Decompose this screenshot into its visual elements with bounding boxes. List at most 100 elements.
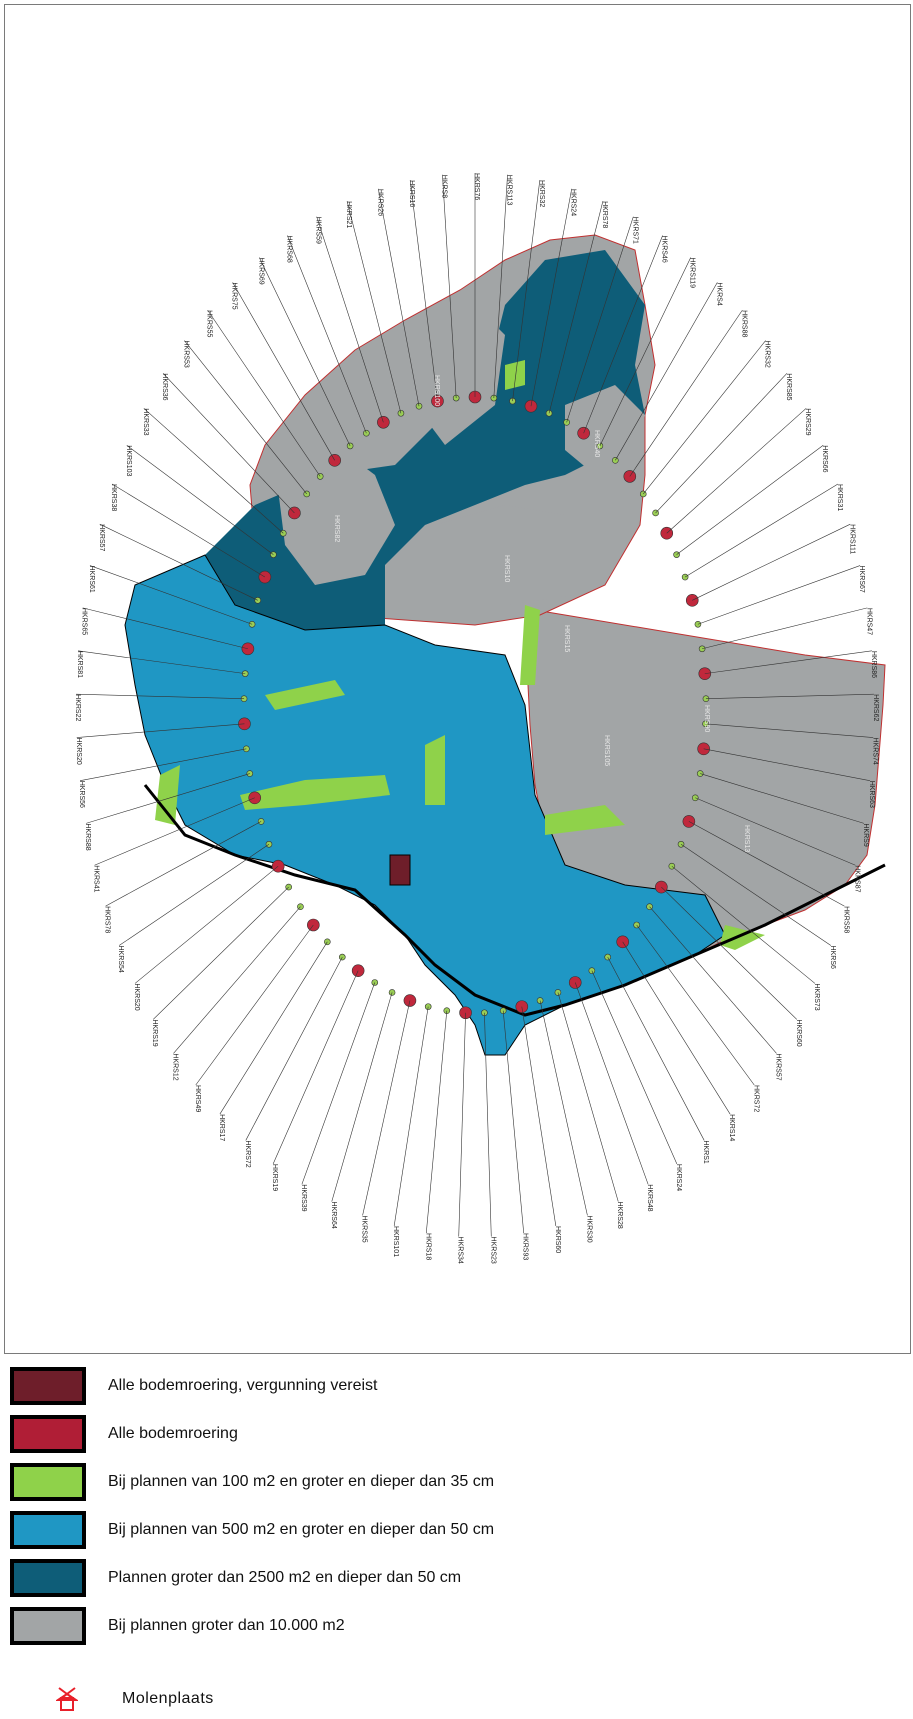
site-label: HKRS41 (93, 865, 100, 892)
leader-line (692, 523, 851, 601)
site-label: HKRS14 (728, 1114, 735, 1141)
legend-item-molenplaats: Molenplaats (56, 1686, 214, 1712)
site-label: HKRS33 (142, 408, 149, 435)
site-label: HKRS4 (715, 282, 722, 305)
leader-line (393, 1006, 429, 1227)
site-label: HKRS39 (300, 1184, 307, 1211)
site-label: HKRS48 (646, 1184, 653, 1211)
zone-green-2 (155, 765, 180, 825)
leader-line (607, 956, 705, 1141)
area-label: HKRS13 (743, 825, 750, 852)
leader-line (152, 886, 289, 1020)
leader-line (703, 748, 870, 782)
leader-line (688, 821, 845, 907)
leader-line (245, 956, 343, 1141)
site-label: HKRS53 (182, 341, 189, 368)
zone-green-1 (240, 775, 390, 810)
zone-green-7 (505, 360, 525, 390)
site-label: HKRS73 (813, 983, 820, 1010)
leader-line (502, 1010, 525, 1234)
leader-line (76, 723, 245, 738)
leader-line (530, 188, 572, 407)
area-label: HKRS90 (703, 705, 710, 732)
zone-grey-blob-1 (275, 445, 395, 585)
site-label: HKRS78 (104, 906, 111, 933)
zone-grey-blob-3 (565, 385, 645, 475)
legend-swatch (10, 1463, 86, 1501)
legend-swatch (10, 1559, 86, 1597)
site-label: HKRS47 (865, 608, 872, 635)
site-label: HKRS60 (795, 1019, 802, 1046)
site-label: HKRS1 (702, 1140, 709, 1163)
site-label: HKRS58 (842, 906, 849, 933)
leader-line (85, 773, 250, 824)
leader-line (442, 174, 457, 399)
leader-line (287, 235, 367, 434)
site-label: HKRS19 (151, 1019, 158, 1046)
leader-line (574, 982, 649, 1185)
site-label: HKRS22 (74, 694, 81, 721)
leader-line (162, 373, 295, 514)
leader-line (331, 992, 393, 1202)
legend-label: Alle bodemroering (108, 1425, 238, 1442)
site-label: HKRS31 (836, 484, 843, 511)
site-label: HKRS23 (489, 1237, 496, 1264)
site-label: HKRS113 (506, 175, 513, 206)
leader-line (655, 373, 788, 514)
leader-line (458, 1012, 466, 1237)
leader-line (80, 748, 247, 782)
site-label: HKRS88 (740, 310, 747, 337)
legend-label: Plannen groter dan 2500 m2 en dieper dan… (108, 1569, 462, 1586)
site-label: HKRS6 (829, 946, 836, 969)
leader-line (232, 282, 335, 461)
leader-line (134, 865, 279, 984)
leader-line (671, 865, 816, 984)
site-label: HKRS76 (473, 173, 480, 200)
leader-line (539, 1000, 588, 1216)
leader-line (636, 924, 755, 1086)
site-label: HKRS74 (871, 738, 878, 765)
leader-line (143, 408, 284, 534)
site-label: HKRS30 (585, 1215, 592, 1242)
legend-swatch (10, 1607, 86, 1645)
site-label: HKRS65 (81, 608, 88, 635)
legend-item-100m2: Bij plannen van 100 m2 en groter en diep… (10, 1458, 900, 1506)
leader-line (316, 216, 384, 423)
leader-line (615, 282, 718, 461)
site-label: HKRS61 (88, 566, 95, 593)
leader-line (649, 906, 777, 1054)
site-label: HKRS55 (206, 310, 213, 337)
legend-item-2500m2: Plannen groter dan 2500 m2 en dieper dan… (10, 1554, 900, 1602)
site-label: HKRS57 (98, 524, 105, 551)
site-label: HKRS38 (110, 484, 117, 511)
leader-line (493, 174, 508, 399)
site-label: HKRS24 (570, 189, 577, 216)
leader-line (89, 565, 253, 625)
leader-line (566, 216, 634, 423)
leader-line (548, 201, 604, 414)
site-label: HKRS81 (76, 651, 83, 678)
site-label: HKRS49 (194, 1085, 201, 1112)
area-label: HKRS10 (503, 555, 510, 582)
legend-item-vergunning: Alle bodemroering, vergunning vereist (10, 1362, 900, 1410)
site-label: HKRS17 (218, 1114, 225, 1141)
zone-grey-blob-2 (415, 305, 505, 445)
site-label: HKRS56 (78, 781, 85, 808)
site-label: HKRS34 (457, 1237, 464, 1264)
site-label: HKRS36 (161, 373, 168, 400)
leader-line (666, 408, 807, 534)
leader-line (184, 340, 307, 495)
site-label: HKRS63 (868, 781, 875, 808)
area-label: HKRS100 (433, 375, 440, 406)
legend-label: Bij plannen van 100 m2 en groter en diep… (108, 1473, 495, 1490)
zone-green-6 (425, 735, 445, 805)
leader-line (512, 180, 541, 402)
leader-line (259, 257, 351, 447)
leader-line (219, 941, 328, 1115)
leader-line (702, 607, 868, 650)
site-label: HKRS103 (125, 445, 132, 476)
leader-line (346, 201, 402, 414)
zone-green-4 (520, 605, 540, 685)
site-label: HKRS119 (689, 257, 696, 288)
